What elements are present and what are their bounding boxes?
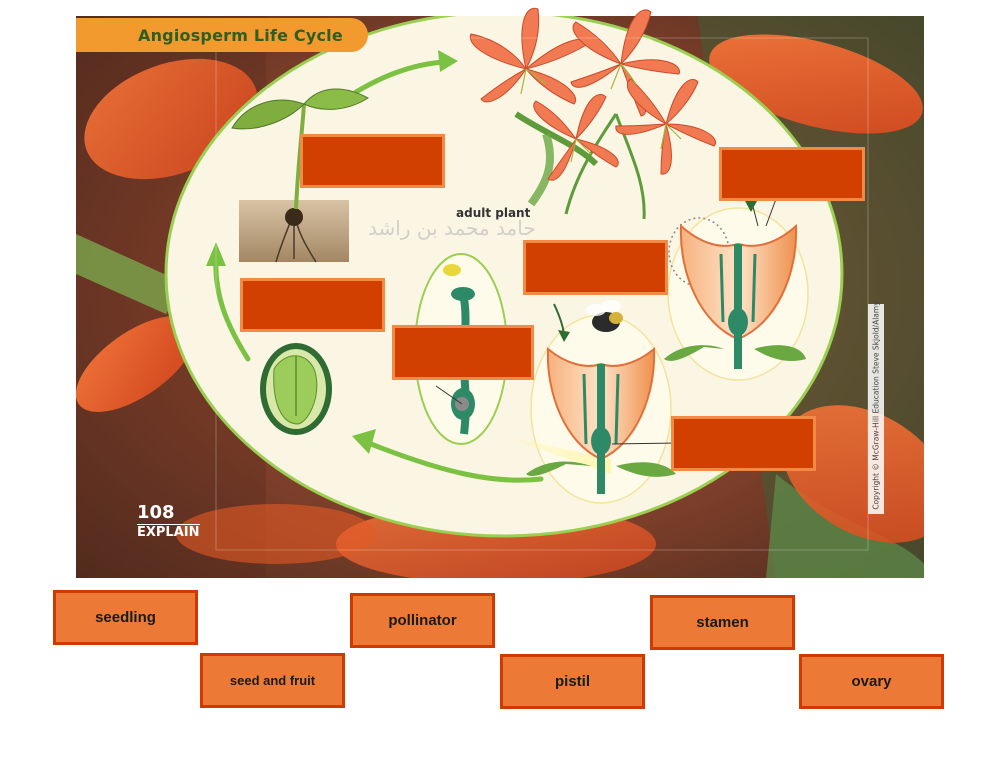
answer-chip-seed-and-fruit[interactable]: seed and fruit	[200, 653, 345, 708]
diagram-title: Angiosperm Life Cycle	[76, 18, 368, 52]
life-cycle-worksheet-image: Angiosperm Life Cycle adult plant stamen…	[76, 4, 924, 578]
drop-zone-seed-and-fruit[interactable]	[240, 278, 385, 332]
answer-chip-seedling[interactable]: seedling	[53, 590, 198, 645]
drop-zone-seedling[interactable]	[300, 134, 445, 188]
drop-zone-stamen[interactable]	[719, 147, 865, 201]
answer-chip-pistil[interactable]: pistil	[500, 654, 645, 709]
answer-chip-pollinator[interactable]: pollinator	[350, 593, 495, 648]
drop-zone-ovary[interactable]	[671, 416, 816, 471]
page-number: 108 EXPLAIN	[137, 504, 200, 539]
answer-chip-stamen[interactable]: stamen	[650, 595, 795, 650]
copyright-strip: Copyright © McGraw-Hill Education Steve …	[868, 304, 884, 514]
answer-chip-ovary[interactable]: ovary	[799, 654, 944, 709]
copyright-text: Copyright © McGraw-Hill Education Steve …	[872, 301, 881, 511]
watermark: حامد محمد بن راشد	[368, 216, 536, 240]
drop-zone-pistil[interactable]	[523, 240, 668, 295]
lily-photo-background	[76, 4, 924, 578]
page-number-value: 108	[137, 504, 200, 522]
page-section: EXPLAIN	[137, 524, 200, 539]
drop-zone-pollinator[interactable]	[392, 325, 534, 380]
